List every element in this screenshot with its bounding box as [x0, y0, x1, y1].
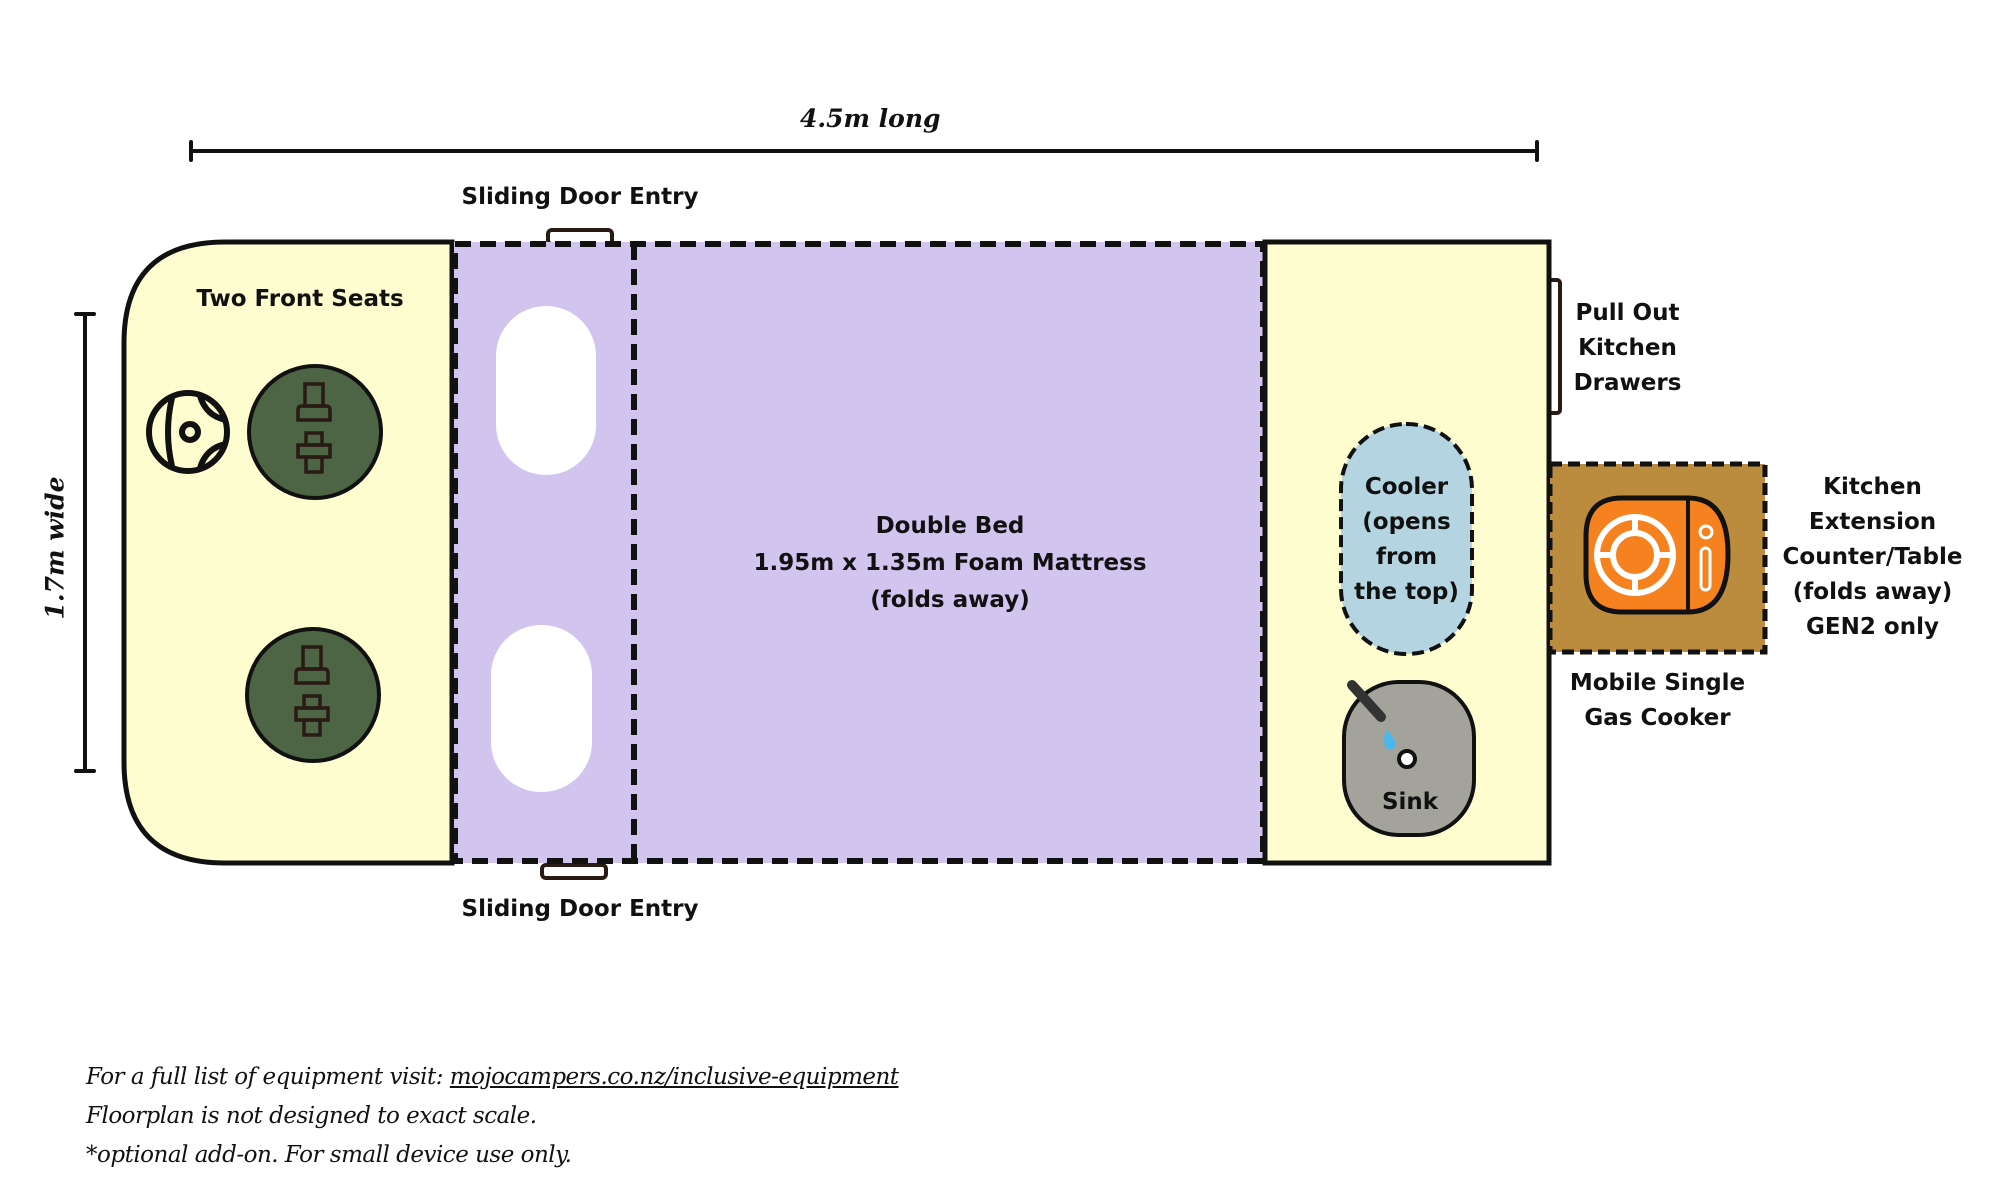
- cooler-label: Cooler (opens from the top): [1354, 474, 1459, 605]
- drain-icon: [1397, 749, 1417, 769]
- length-dimension-bar: [189, 140, 1539, 162]
- cab-area: [121, 239, 455, 866]
- sliding-door-top-label: Sliding Door Entry: [461, 184, 699, 210]
- cooker-label: Mobile Single Gas Cooker: [1569, 670, 1746, 731]
- bed-area: [634, 242, 1265, 863]
- extension-label: Kitchen Extension Counter/Table (folds a…: [1782, 474, 1963, 640]
- sink: [1342, 680, 1476, 837]
- window-top: [496, 306, 596, 475]
- seatbelt-icon: [294, 645, 330, 737]
- sliding-door-handle-bottom: [540, 863, 608, 880]
- length-label: 4.5m long: [800, 104, 941, 133]
- bed-label: Double Bed 1.95m x 1.35m Foam Mattress (…: [753, 513, 1147, 613]
- seat-passenger: [245, 627, 381, 763]
- seatbelt-icon: [296, 382, 332, 474]
- note-equipment: For a full list of equipment visit: mojo…: [86, 1064, 899, 1090]
- cooler: [1339, 422, 1474, 656]
- bed-outline: [452, 241, 1266, 864]
- sink-label: Sink: [1381, 789, 1439, 815]
- seat-driver: [247, 364, 383, 500]
- water-drop-icon: [1384, 730, 1396, 750]
- window-bottom: [491, 625, 592, 792]
- drawers-label: Pull Out Kitchen Drawers: [1573, 300, 1682, 396]
- width-dimension-bar: [74, 312, 96, 773]
- width-label: 1.7m wide: [40, 476, 70, 620]
- note-scale: Floorplan is not designed to exact scale…: [86, 1103, 537, 1129]
- front-seats-label: Two Front Seats: [196, 286, 404, 312]
- equipment-link[interactable]: mojocampers.co.nz/inclusive-equipment: [449, 1064, 899, 1090]
- note-optional: *optional add-on. For small device use o…: [86, 1142, 572, 1168]
- tap-icon: [1347, 680, 1386, 722]
- gas-cooker-icon: [1583, 495, 1731, 615]
- sliding-door-bottom-label: Sliding Door Entry: [461, 896, 699, 922]
- footnotes: For a full list of equipment visit: mojo…: [86, 1058, 899, 1175]
- steering-wheel-icon: [146, 390, 230, 474]
